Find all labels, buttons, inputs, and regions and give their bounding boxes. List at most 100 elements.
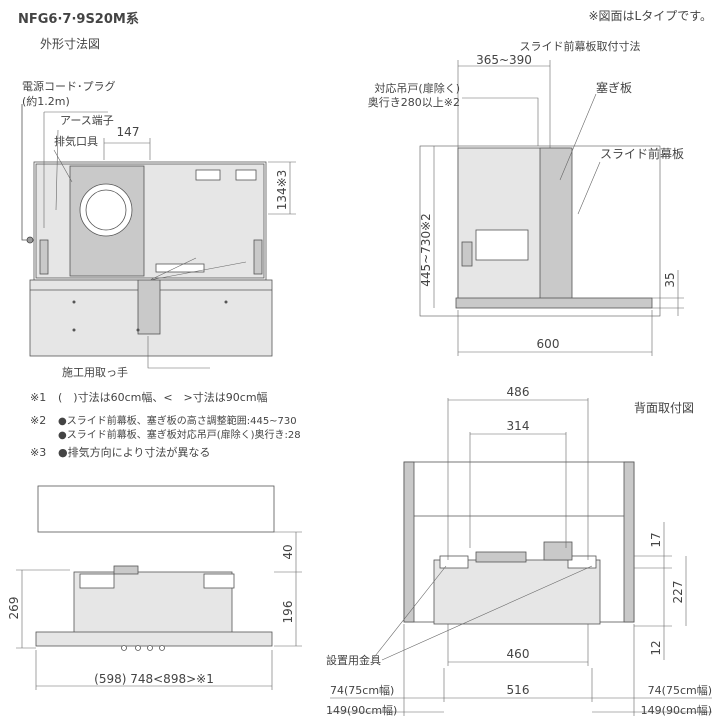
dim-side-lines xyxy=(330,697,712,713)
power-cord-len: (約1.2m) xyxy=(22,94,70,108)
mount-bracket-left xyxy=(439,555,469,569)
dim-35: 35 xyxy=(663,272,677,287)
handle-label: 施工用取っ手 xyxy=(62,365,128,379)
slide-panel-dist-label: スライド前幕板取付寸法 xyxy=(520,39,641,53)
screw-3 xyxy=(224,300,228,304)
hidden-lines xyxy=(149,257,247,281)
section-title: 外形寸法図 xyxy=(40,37,100,51)
label-leaders xyxy=(43,111,108,228)
plug-icon xyxy=(26,236,34,244)
front-view xyxy=(35,485,275,651)
note2-text-b: ●スライド前幕板、塞ぎ板対応吊戸(扉除く)奥行き:28 xyxy=(58,428,301,441)
top-view xyxy=(21,104,273,357)
back-title: 背面取付図 xyxy=(634,401,694,415)
side-view xyxy=(419,60,661,317)
left-tab xyxy=(39,239,49,275)
dim-74-left: 74(75cm幅) xyxy=(330,684,394,697)
dim-269-line xyxy=(16,569,70,649)
dim-147-line xyxy=(103,138,151,160)
dim-width-line xyxy=(35,650,273,690)
dim-600: 600 xyxy=(537,337,560,351)
hood-bottom xyxy=(455,297,653,309)
top-slot-1 xyxy=(195,169,221,181)
cabinet-guide xyxy=(419,145,661,317)
power-cord-label: 電源コード･プラグ xyxy=(22,79,116,93)
knob-3 xyxy=(147,645,153,651)
dim-486: 486 xyxy=(507,385,530,399)
dim-445: 445~730※2 xyxy=(419,213,433,287)
dim-516-line xyxy=(403,624,635,716)
back-left-rail xyxy=(403,461,415,623)
door-label-1: 対応吊戸(扉除く) xyxy=(374,81,460,95)
dim-17: 17 xyxy=(649,532,663,547)
slide-panel-label: スライド前幕板 xyxy=(600,146,684,161)
dim-460: 460 xyxy=(507,647,530,661)
back-body xyxy=(433,559,601,625)
back-duct xyxy=(475,551,527,563)
exhaust-label: 排気口具 xyxy=(54,134,98,148)
mount-bracket-right xyxy=(567,555,597,569)
dim-516: 516 xyxy=(507,683,530,697)
name-plate xyxy=(155,263,205,273)
note3-mark: ※3 xyxy=(30,446,46,459)
dim-227: 227 xyxy=(671,581,685,604)
construction-handle xyxy=(137,279,161,335)
dim-147: 147 xyxy=(117,125,140,139)
model-title: NFG6·7·9S20M系 xyxy=(18,11,139,27)
filler-leader xyxy=(559,93,597,181)
knob-4 xyxy=(159,645,165,651)
door-label-2: 奥行き280以上※2 xyxy=(368,95,460,109)
note2-text-a: ●スライド前幕板、塞ぎ板の高さ調整範囲:445~730 xyxy=(58,414,297,427)
back-box xyxy=(543,541,573,561)
dim-40-196-line xyxy=(274,531,302,647)
dim-149-left: 149(90cm幅) xyxy=(326,704,397,717)
knob-1 xyxy=(121,645,127,651)
dim-600-line xyxy=(457,310,653,356)
front-bracket-left xyxy=(79,573,115,589)
dim-35-line xyxy=(652,270,684,316)
dim-12: 12 xyxy=(649,640,663,655)
note2-mark: ※2 xyxy=(30,414,46,427)
dim-196: 196 xyxy=(281,601,295,624)
mount-bracket-label: 設置用金具 xyxy=(326,653,381,667)
dim-134: 134※3 xyxy=(275,170,289,211)
dim-134-line xyxy=(268,161,296,215)
screw-1 xyxy=(72,300,76,304)
side-bracket xyxy=(461,241,473,267)
ltype-note: ※図面はLタイプです。 xyxy=(588,9,712,23)
dim-269: 269 xyxy=(7,597,21,620)
mount-bracket-leader xyxy=(371,565,593,661)
side-duct xyxy=(475,229,529,261)
dim-460-line xyxy=(447,624,589,666)
dim-486-line xyxy=(447,398,589,560)
dim-width: (598) 748<898>※1 xyxy=(94,672,214,686)
top-slot-2 xyxy=(235,169,257,181)
dim-365: 365~390 xyxy=(476,53,532,67)
dim-149-right: 149(90cm幅) xyxy=(641,704,712,717)
right-tab xyxy=(253,239,263,275)
front-hood-bottom xyxy=(35,631,273,647)
note1-text: ( )寸法は60cm幅、< >寸法は90cm幅 xyxy=(58,390,268,404)
exhaust-hole xyxy=(85,189,127,231)
screw-2 xyxy=(136,328,140,332)
front-top-cabinet xyxy=(37,485,275,533)
handle-leader xyxy=(147,336,210,369)
note1-mark: ※1 xyxy=(30,391,46,404)
screw-4 xyxy=(72,328,76,332)
filler-plate xyxy=(539,147,573,307)
back-right-rail xyxy=(623,461,635,623)
note3-text: ●排気方向により寸法が異なる xyxy=(58,445,210,459)
dim-right-v-line xyxy=(634,522,672,660)
dim-314-line xyxy=(469,432,567,548)
back-view xyxy=(403,461,635,625)
dim-40: 40 xyxy=(281,544,295,559)
front-bracket-right xyxy=(203,573,235,589)
knob-2 xyxy=(135,645,141,651)
dim-314: 314 xyxy=(507,419,530,433)
slide-panel-leader xyxy=(577,161,601,215)
earth-label: アース端子 xyxy=(60,114,114,127)
door-leader xyxy=(462,97,539,146)
dim-74-right: 74(75cm幅) xyxy=(648,684,712,697)
filler-label: 塞ぎ板 xyxy=(596,80,632,95)
